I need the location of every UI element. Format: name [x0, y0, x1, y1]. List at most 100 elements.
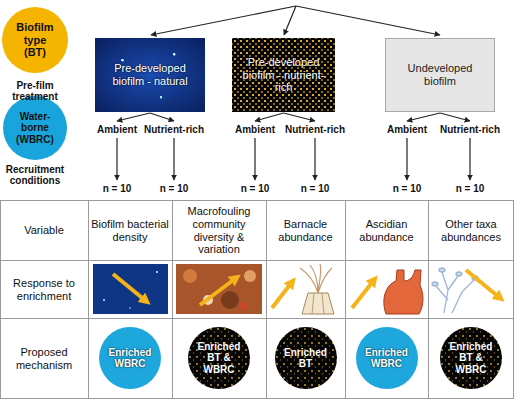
- node-text: Enriched BT & WBRC: [447, 341, 495, 376]
- node-text: Ambient: [387, 124, 427, 136]
- condition-label: Nutrient-rich: [142, 123, 206, 137]
- node-text: Nutrient-rich: [285, 124, 345, 136]
- community-photo: [183, 269, 197, 283]
- flow-arrow: [314, 138, 315, 180]
- node-text: Undeveloped biofilm: [394, 62, 486, 87]
- node-text: Biofilm type (BT): [13, 21, 57, 59]
- node-text: Pre-developed biofilm - natural: [104, 62, 196, 87]
- mechanism-circle: Enriched BT & WBRC: [440, 327, 502, 389]
- mechanism-circle: Enriched WBRC: [99, 327, 161, 389]
- node-text: Nutrient-rich: [144, 124, 204, 136]
- row-caption: Pre-film treatment: [0, 78, 70, 104]
- barnacle-drawing: [272, 282, 292, 308]
- node-text: n = 10: [241, 183, 270, 195]
- mechanism-circle: Enriched BT & WBRC: [188, 327, 250, 389]
- sample-size: n = 10: [454, 182, 487, 196]
- sample-size: n = 10: [299, 182, 332, 196]
- table-cell: Macrofouling community diversity & varia…: [172, 202, 266, 259]
- node-text: Enriched BT: [282, 347, 330, 370]
- flow-arrow: [469, 138, 470, 180]
- root-arrows: [151, 6, 296, 35]
- flow-arrow: [440, 113, 470, 121]
- condition-label: Ambient: [95, 123, 139, 137]
- hydroid-drawing: [466, 270, 500, 298]
- node-fill: [2, 7, 68, 73]
- sample-size: n = 10: [239, 182, 272, 196]
- table-cell: Other taxa abundances: [428, 202, 514, 259]
- biofilm-image: [93, 264, 168, 314]
- table-cell: Biofilm bacterial density: [88, 202, 172, 259]
- node-text: n = 10: [103, 183, 132, 195]
- community-photo: [221, 291, 239, 309]
- barnacle-drawing: [300, 264, 332, 293]
- biofilm-image: [103, 299, 105, 301]
- node-text: n = 10: [456, 183, 485, 195]
- root-arrows: [296, 6, 440, 35]
- node-text: Enriched WBRC: [363, 347, 411, 370]
- hydroid-drawing: [436, 272, 474, 313]
- table-cell: Response to enrichment: [0, 261, 88, 318]
- node-text: Water-borne (WBRC): [11, 111, 59, 146]
- factor-circle: Water-borne (WBRC): [3, 96, 67, 160]
- table-grid: [1, 201, 514, 399]
- table-grid: [0, 200, 514, 399]
- factor-ellipse: Biofilm type (BT): [2, 7, 68, 73]
- community-photo: [240, 302, 248, 310]
- mechanism-circle: Enriched WBRC: [356, 327, 418, 389]
- node-fill: [356, 327, 418, 389]
- flow-arrow: [150, 113, 174, 121]
- biofilm-image: [93, 264, 168, 314]
- flow-arrow: [255, 113, 284, 121]
- sample-size: n = 10: [391, 182, 424, 196]
- table-cell: Ascidian abundance: [345, 202, 428, 259]
- ascidian-drawing: [384, 270, 423, 314]
- node-fill: [99, 327, 161, 389]
- barnacle-drawing: [302, 293, 334, 314]
- biofilm-image: [129, 307, 131, 309]
- root-arrows: [151, 6, 440, 35]
- community-photo: [200, 278, 236, 305]
- ascidian-drawing: [352, 280, 374, 308]
- mechanism-circle: Enriched BT: [275, 327, 337, 389]
- node-fill: [3, 96, 67, 160]
- node-text: n = 10: [160, 183, 189, 195]
- node-text: Enriched WBRC: [106, 347, 154, 370]
- node-text: n = 10: [393, 183, 422, 195]
- sample-size: n = 10: [101, 182, 134, 196]
- node-text: Nutrient-rich: [440, 124, 500, 136]
- community-photo: [176, 264, 262, 314]
- condition-label: Nutrient-rich: [438, 123, 502, 137]
- row-caption: Recruitment conditions: [0, 162, 70, 188]
- node-text: n = 10: [301, 183, 330, 195]
- flow-arrow: [284, 113, 316, 121]
- hydroid-drawing: [432, 268, 500, 313]
- hydroid-drawing: [432, 282, 438, 286]
- table-cell: Variable: [0, 202, 88, 259]
- treatment-box: Pre-developed biofilm - nutrient-rich: [232, 38, 335, 112]
- table-grid: [0, 200, 514, 399]
- table-cell: Proposed mechanism: [0, 319, 88, 398]
- node-text: Enriched BT & WBRC: [195, 341, 243, 376]
- node-fill: [188, 327, 250, 389]
- treatment-box: Pre-developed biofilm - natural: [95, 38, 205, 112]
- root-arrows: [284, 6, 296, 35]
- node-text: Ambient: [235, 124, 275, 136]
- community-photo: [176, 264, 262, 314]
- table-cell: Barnacle abundance: [266, 202, 345, 259]
- condition-label: Nutrient-rich: [283, 123, 347, 137]
- condition-label: Ambient: [233, 123, 277, 137]
- ascidian-drawing: [352, 270, 423, 314]
- node-fill: [275, 327, 337, 389]
- hydroid-drawing: [456, 272, 462, 276]
- sample-size: n = 10: [158, 182, 191, 196]
- barnacle-drawing: [312, 293, 324, 314]
- flow-arrow: [406, 138, 407, 180]
- flow-arrow: [254, 138, 255, 180]
- treatment-box: Undeveloped biofilm: [385, 38, 495, 112]
- node-text: Ambient: [97, 124, 137, 136]
- biofilm-image: [156, 271, 158, 273]
- hydroid-drawing: [439, 268, 445, 272]
- flow-arrow: [407, 113, 440, 121]
- node-text: Pre-developed biofilm - nutrient-rich: [239, 56, 329, 94]
- condition-label: Ambient: [385, 123, 429, 137]
